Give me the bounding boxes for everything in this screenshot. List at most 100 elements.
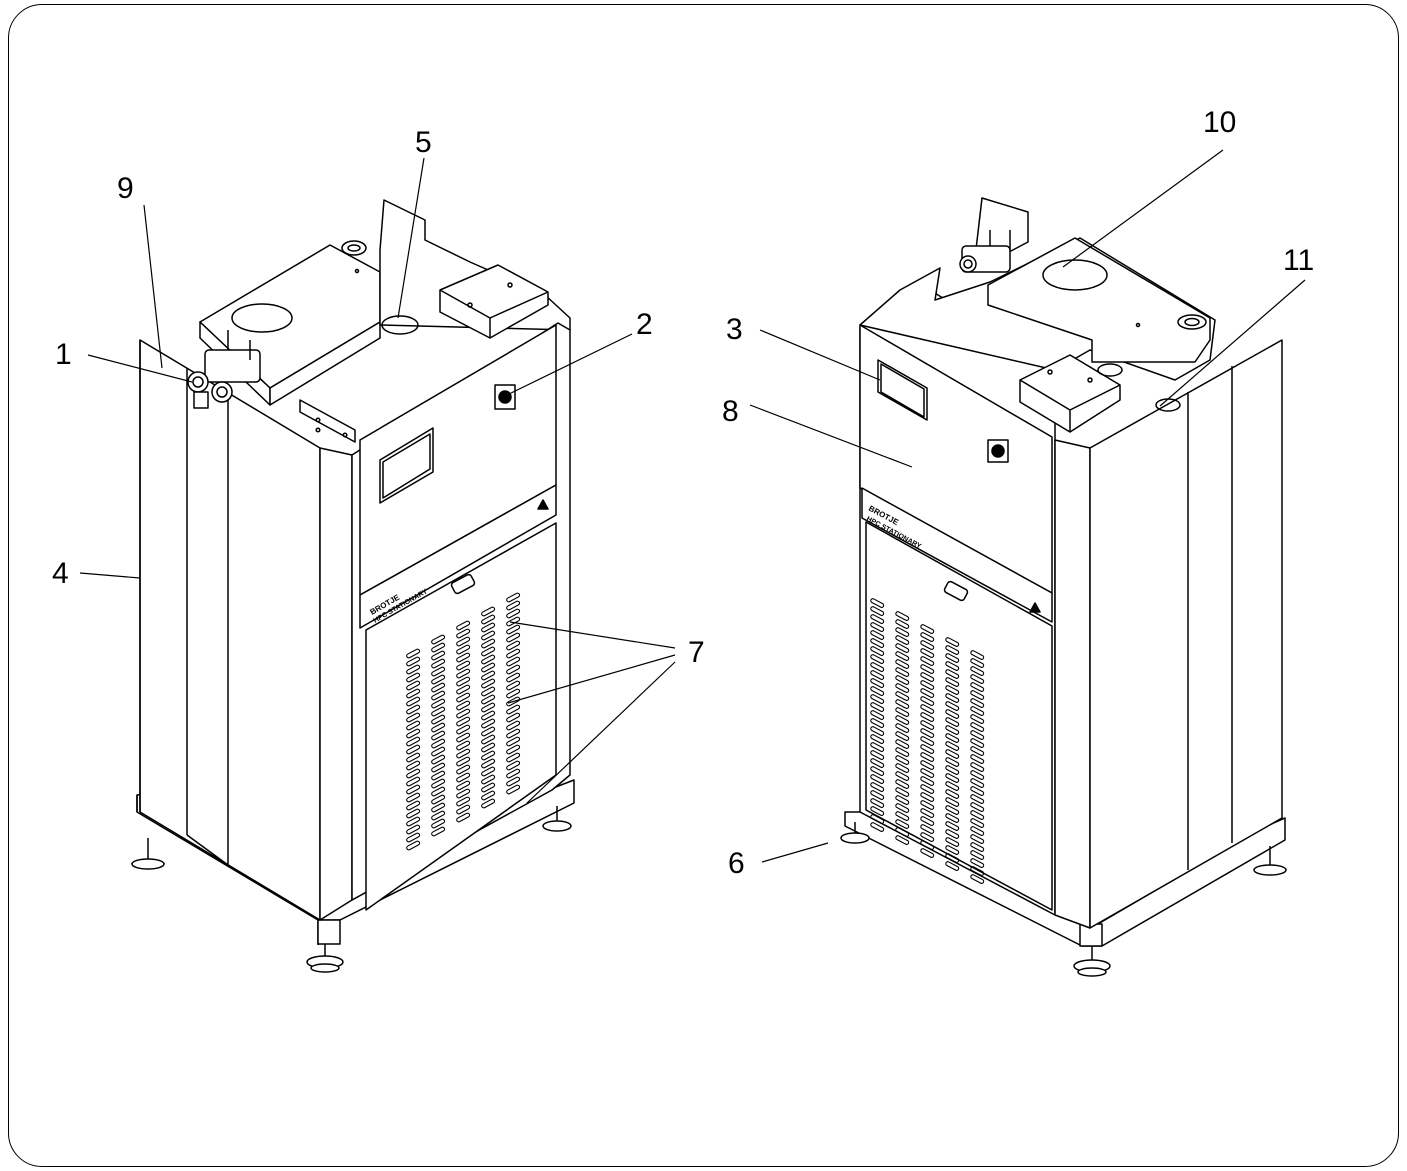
- vent-slot: [456, 692, 471, 703]
- vent-slot: [431, 698, 446, 709]
- vent-slot: [406, 832, 421, 843]
- vent-slot: [406, 680, 421, 691]
- vent-slot: [506, 752, 521, 763]
- vent-slot: [920, 664, 935, 674]
- leader-2: [506, 333, 633, 396]
- vent-slot: [870, 646, 885, 656]
- vent-slot: [895, 715, 910, 725]
- vent-slot: [431, 818, 446, 829]
- vent-slot: [431, 706, 446, 717]
- vent-slot: [870, 806, 885, 816]
- leader-4: [79, 572, 141, 579]
- vent-slot: [456, 748, 471, 759]
- leader-7b: [507, 654, 676, 704]
- vent-slot: [895, 707, 910, 717]
- vent-slot: [870, 694, 885, 704]
- right-unit: BROTJE HPC STATIONARY: [840, 197, 1287, 977]
- vent-slot: [920, 760, 935, 770]
- vent-slot: [895, 659, 910, 669]
- vent-slot: [506, 608, 521, 619]
- callout-7: 7: [688, 636, 705, 669]
- vent-slot: [945, 749, 960, 759]
- vent-slot: [870, 614, 885, 624]
- vent-slot: [920, 656, 935, 666]
- callout-5: 5: [415, 126, 432, 159]
- vent-slot: [970, 754, 985, 764]
- left-side-panel: [139, 339, 321, 921]
- leader-9: [143, 204, 163, 369]
- vent-slot: [870, 630, 885, 640]
- right-side-panel: [1089, 339, 1283, 929]
- vent-slot: [431, 714, 446, 725]
- vent-slot: [431, 794, 446, 805]
- vent-slot: [895, 827, 910, 837]
- left-front-panel: [351, 322, 571, 911]
- vent-slot: [920, 648, 935, 658]
- vent-slot: [870, 710, 885, 720]
- vent-slot: [970, 730, 985, 740]
- vent-slot: [895, 667, 910, 677]
- vent-slot: [945, 677, 960, 687]
- vent-slot: [481, 782, 496, 793]
- vent-slot: [431, 722, 446, 733]
- vent-slot: [895, 611, 910, 621]
- vent-slot: [431, 746, 446, 757]
- vent-slot: [481, 646, 496, 657]
- vent-slot: [895, 723, 910, 733]
- vent-slot: [506, 632, 521, 643]
- vent-slot: [506, 696, 521, 707]
- vent-slot: [920, 640, 935, 650]
- vent-slot: [431, 810, 446, 821]
- vent-slot: [870, 622, 885, 632]
- vent-slot: [970, 722, 985, 732]
- vent-slot: [506, 760, 521, 771]
- vent-slot: [406, 736, 421, 747]
- vent-slot: [456, 740, 471, 751]
- vent-slot: [406, 800, 421, 811]
- vent-slot: [481, 606, 496, 617]
- vent-slot: [970, 834, 985, 844]
- vent-slot: [920, 784, 935, 794]
- vent-slot: [895, 691, 910, 701]
- vent-slot: [895, 795, 910, 805]
- vent-slot: [456, 652, 471, 663]
- vent-slot: [431, 802, 446, 813]
- vent-slot: [895, 651, 910, 661]
- vent-slot: [456, 660, 471, 671]
- vent-slot: [406, 824, 421, 835]
- vent-slot: [920, 848, 935, 858]
- vent-slot: [945, 709, 960, 719]
- vent-slot: [970, 826, 985, 836]
- vent-slot: [895, 635, 910, 645]
- vent-slot: [970, 802, 985, 812]
- vent-slot: [406, 696, 421, 707]
- vent-slot: [431, 778, 446, 789]
- leader-7a: [509, 621, 676, 649]
- vent-slot: [431, 738, 446, 749]
- vent-slot: [970, 658, 985, 668]
- vent-slot: [945, 837, 960, 847]
- vent-slot: [945, 685, 960, 695]
- vent-slot: [406, 760, 421, 771]
- vent-slot: [406, 664, 421, 675]
- callout-2: 2: [636, 308, 653, 341]
- vent-slot: [431, 642, 446, 653]
- vent-slot: [920, 744, 935, 754]
- vent-slot: [506, 744, 521, 755]
- callout-10: 10: [1203, 106, 1236, 139]
- vent-slot: [456, 764, 471, 775]
- vent-slot: [481, 766, 496, 777]
- vent-slot: [920, 808, 935, 818]
- vent-slot: [431, 762, 446, 773]
- vent-slot: [870, 814, 885, 824]
- vent-slot: [920, 816, 935, 826]
- vent-slot: [431, 666, 446, 677]
- vent-slot: [945, 813, 960, 823]
- vent-slot: [456, 756, 471, 767]
- vent-slot: [895, 627, 910, 637]
- vent-slot: [895, 811, 910, 821]
- vent-slot: [945, 845, 960, 855]
- vent-slot: [970, 786, 985, 796]
- vent-slot: [945, 773, 960, 783]
- vent-slot: [895, 699, 910, 709]
